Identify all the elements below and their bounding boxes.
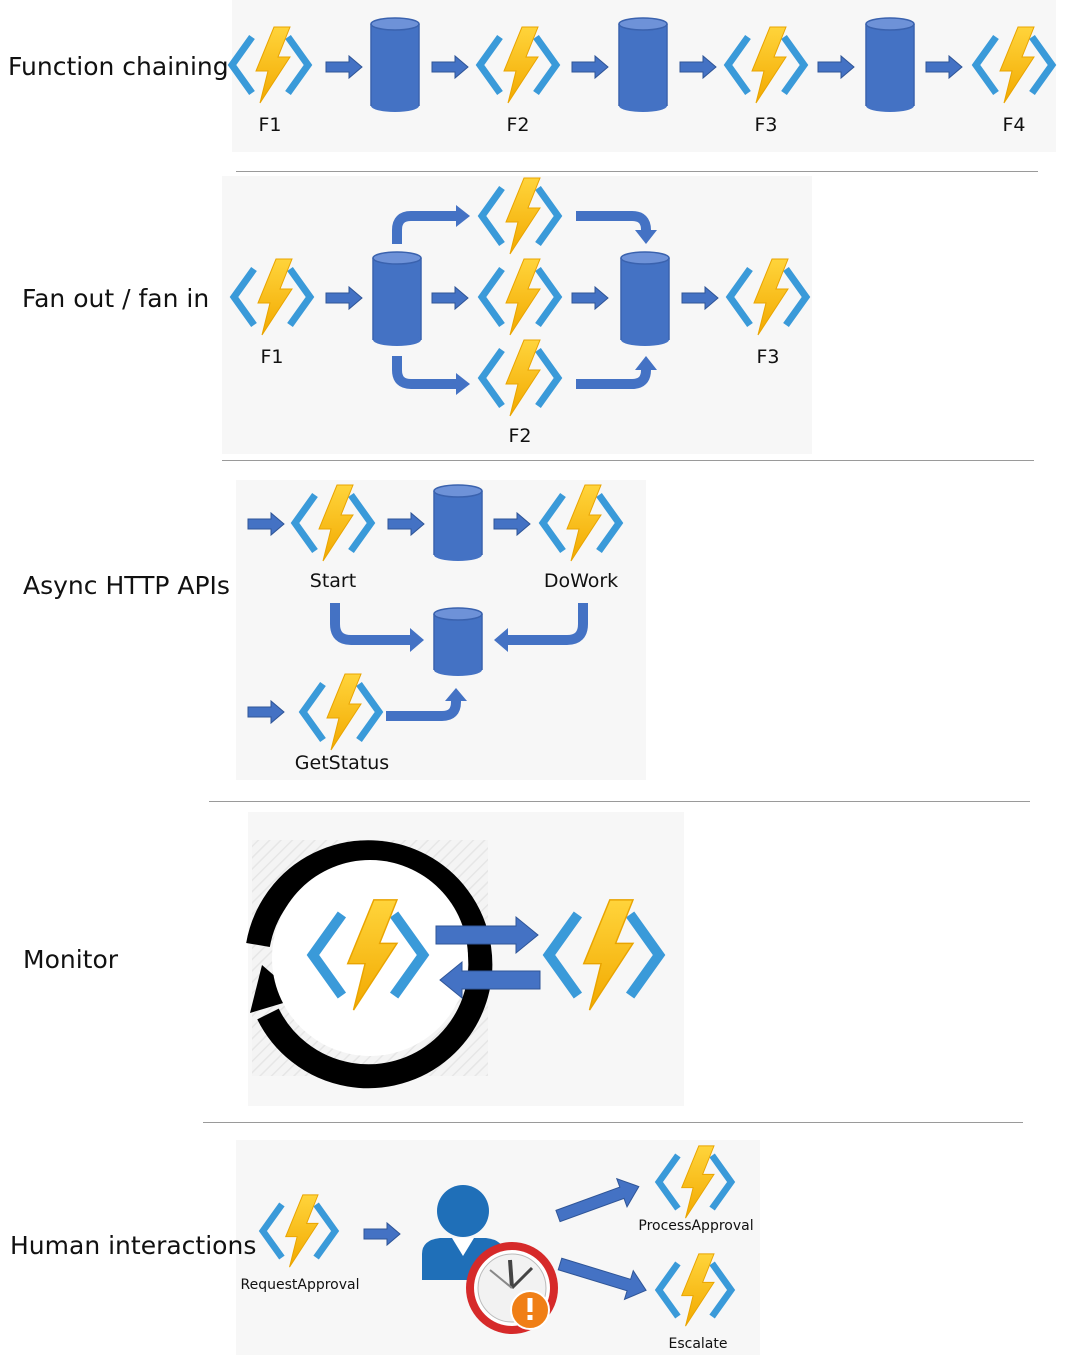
function-label-getstatus: GetStatus xyxy=(294,752,390,774)
function-label-f2: F2 xyxy=(508,425,532,447)
right-arrow-icon xyxy=(679,54,717,80)
right-arrow-icon xyxy=(247,511,285,537)
storage-cylinder-icon xyxy=(618,17,668,112)
azure-function-icon xyxy=(258,1194,340,1268)
azure-function-icon xyxy=(298,673,384,751)
function-label-f3: F3 xyxy=(754,114,778,136)
azure-function-icon xyxy=(654,1145,736,1219)
azure-function-icon xyxy=(306,899,430,1011)
bent-arrow-icon xyxy=(386,688,467,721)
section-title-chaining: Function chaining xyxy=(8,52,229,81)
divider xyxy=(209,801,1030,802)
azure-function-icon xyxy=(725,258,811,336)
clock-alert-icon xyxy=(466,1242,558,1334)
function-label-f1: F1 xyxy=(260,346,284,368)
bent-arrow-icon xyxy=(576,211,657,244)
function-label-escalate: Escalate xyxy=(668,1336,728,1352)
right-arrow-icon xyxy=(387,511,425,537)
section-title-monitor: Monitor xyxy=(23,945,119,974)
divider xyxy=(236,171,1038,172)
azure-function-icon xyxy=(227,26,313,104)
section-title-human: Human interactions xyxy=(10,1231,257,1260)
right-arrow-icon xyxy=(363,1221,401,1247)
right-arrow-icon xyxy=(571,285,609,311)
left-arrow-icon xyxy=(439,960,541,1000)
right-arrow-icon xyxy=(571,54,609,80)
bent-arrow-icon xyxy=(330,603,424,652)
azure-function-icon xyxy=(290,484,376,562)
azure-function-icon xyxy=(654,1253,736,1327)
function-label-f1: F1 xyxy=(258,114,282,136)
azure-function-icon xyxy=(971,26,1057,104)
function-label-f2: F2 xyxy=(506,114,530,136)
section-title-fanout: Fan out / fan in xyxy=(22,284,210,313)
function-label-start: Start xyxy=(309,570,357,592)
right-arrow-icon xyxy=(435,915,539,955)
function-label-f4: F4 xyxy=(1002,114,1026,136)
right-arrow-icon xyxy=(493,511,531,537)
diagonal-arrow-up-icon xyxy=(555,1177,640,1223)
azure-function-icon xyxy=(475,26,561,104)
bent-arrow-icon xyxy=(576,356,657,389)
right-arrow-icon xyxy=(431,285,469,311)
right-arrow-icon xyxy=(247,699,285,725)
function-label-requestapproval: RequestApproval xyxy=(240,1277,360,1293)
right-arrow-icon xyxy=(325,54,363,80)
right-arrow-icon xyxy=(325,285,363,311)
azure-function-icon xyxy=(538,484,624,562)
azure-function-icon xyxy=(229,258,315,336)
bent-arrow-icon xyxy=(494,603,588,652)
diagonal-arrow-down-icon xyxy=(557,1257,647,1301)
azure-function-icon xyxy=(542,899,666,1011)
azure-function-icon xyxy=(723,26,809,104)
divider xyxy=(222,460,1034,461)
right-arrow-icon xyxy=(925,54,963,80)
azure-function-icon xyxy=(477,339,563,417)
divider xyxy=(203,1122,1023,1123)
function-label-f3: F3 xyxy=(756,346,780,368)
bent-arrow-icon xyxy=(392,205,470,244)
azure-function-icon xyxy=(477,258,563,336)
right-arrow-icon xyxy=(681,285,719,311)
storage-cylinder-icon xyxy=(433,484,483,561)
bent-arrow-icon xyxy=(392,356,470,395)
storage-cylinder-icon xyxy=(433,607,483,676)
storage-cylinder-icon xyxy=(620,251,670,346)
storage-cylinder-icon xyxy=(865,17,915,112)
section-title-async: Async HTTP APIs xyxy=(23,571,230,600)
storage-cylinder-icon xyxy=(372,251,422,346)
storage-cylinder-icon xyxy=(370,17,420,112)
azure-function-icon xyxy=(477,177,563,255)
function-label-dowork: DoWork xyxy=(543,570,619,592)
right-arrow-icon xyxy=(431,54,469,80)
function-label-processapproval: ProcessApproval xyxy=(638,1218,754,1234)
right-arrow-icon xyxy=(817,54,855,80)
